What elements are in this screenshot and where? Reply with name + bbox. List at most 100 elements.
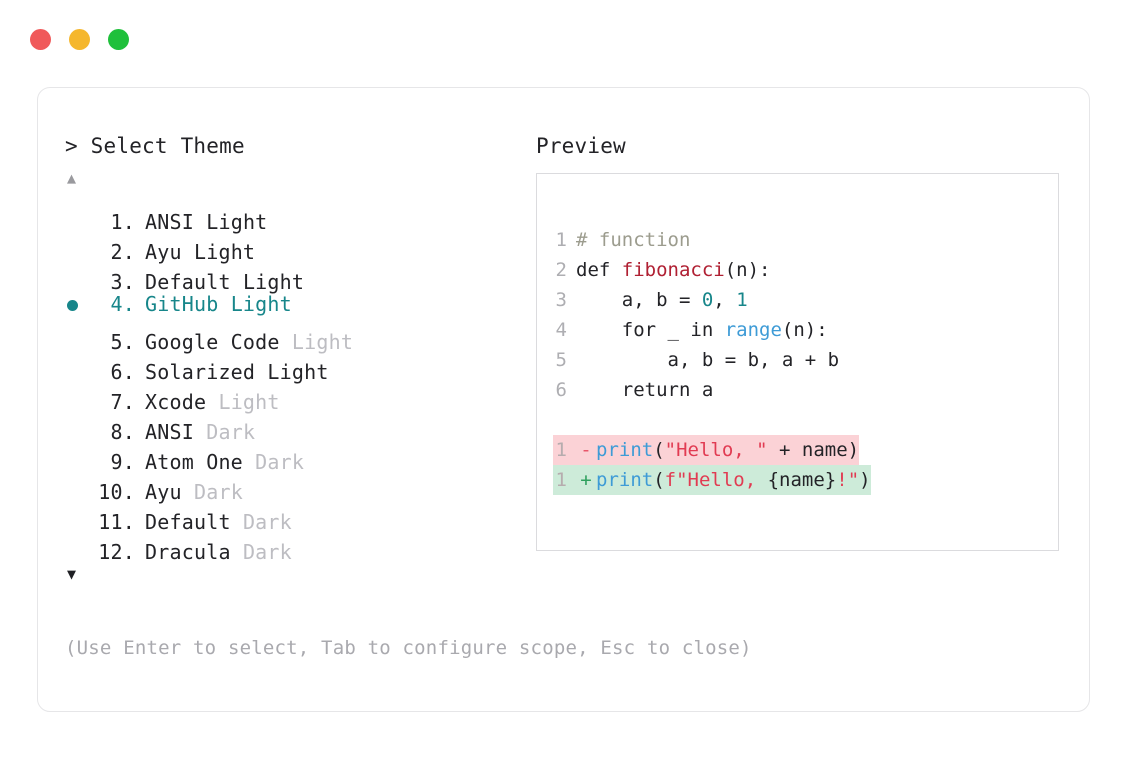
theme-item-index: 1.: [110, 210, 135, 234]
theme-item-name: ANSI: [145, 210, 207, 234]
code-token: !": [836, 469, 860, 491]
theme-item-index: 7.: [110, 390, 135, 414]
code-line: 3 a, b = 0, 1: [553, 285, 748, 315]
code-line-content: a, b = b, a + b: [576, 345, 840, 375]
line-number: 1: [555, 469, 567, 491]
theme-item-variant: Light: [267, 360, 329, 384]
theme-item-name: Google Code: [145, 330, 292, 354]
selection-bullet-cell: [65, 259, 91, 289]
code-line-content: # function: [576, 225, 690, 255]
theme-item-variant: Dark: [242, 540, 292, 564]
code-line-content: a, b = 0, 1: [576, 285, 748, 315]
code-line-content: print("Hello, " + name): [596, 435, 859, 465]
theme-item-index: 8.: [110, 420, 135, 444]
code-token: range: [724, 319, 782, 341]
theme-item-variant: Light: [218, 390, 280, 414]
theme-list-item[interactable]: 10.Ayu Dark: [65, 469, 535, 504]
theme-list-item[interactable]: 5.Google Code Light: [65, 319, 535, 354]
scroll-up-arrow-icon[interactable]: ▲: [67, 169, 77, 187]
theme-item-index: 9.: [110, 450, 135, 474]
code-line: 5 a, b = b, a + b: [553, 345, 840, 375]
theme-item-name: Xcode: [145, 390, 219, 414]
diff-block: 1-print("Hello, " + name)1+print(f"Hello…: [553, 435, 871, 495]
code-token: print: [596, 469, 654, 491]
theme-item-name: ANSI: [145, 420, 207, 444]
keyboard-hint: (Use Enter to select, Tab to configure s…: [65, 637, 752, 659]
theme-item-name: Atom One: [145, 450, 256, 474]
code-token: fibonacci: [621, 259, 725, 281]
line-number: 3: [555, 289, 567, 311]
code-token: ): [859, 469, 871, 491]
theme-item-name: Solarized: [145, 360, 268, 384]
code-token: print: [596, 439, 654, 461]
diff-added-line: 1 +print(f"Hello, {name}!"): [553, 465, 871, 495]
theme-item-index: 2.: [110, 240, 135, 264]
code-token: ,: [713, 289, 737, 311]
code-line-content: print(f"Hello, {name}!"): [596, 465, 871, 495]
window-titlebar: [30, 29, 129, 50]
selection-bullet-cell: [65, 229, 91, 259]
selection-bullet-cell: [65, 291, 91, 321]
code-token: (n):: [724, 259, 771, 281]
code-token: a, b = b, a + b: [576, 349, 840, 371]
theme-item-variant: Light: [206, 210, 268, 234]
selection-bullet-cell: [65, 439, 91, 469]
selection-bullet-cell: [65, 379, 91, 409]
theme-list-item[interactable]: 4.GitHub Light: [65, 289, 535, 319]
line-number: 1: [555, 439, 567, 461]
theme-item-index: 5.: [110, 330, 135, 354]
theme-item-variant: Dark: [193, 480, 243, 504]
selection-bullet-cell: [65, 469, 91, 499]
theme-item-variant: Light: [230, 292, 292, 316]
code-token: (n):: [781, 319, 828, 341]
line-number: 6: [555, 379, 567, 401]
code-token: return a: [576, 379, 714, 401]
selection-bullet-cell: [65, 319, 91, 349]
code-token: f"Hello,: [664, 469, 768, 491]
theme-list-item[interactable]: 2.Ayu Light: [65, 229, 535, 264]
theme-list-item[interactable]: 9.Atom One Dark: [65, 439, 535, 474]
code-line: 4 for _ in range(n):: [553, 315, 828, 345]
code-token: # function: [576, 229, 691, 251]
line-number: 1: [555, 229, 567, 251]
selection-bullet-cell: [65, 349, 91, 379]
theme-list-item[interactable]: 3.Default Light: [65, 259, 535, 294]
theme-list-item[interactable]: 7. Xcode Light: [65, 379, 535, 414]
theme-list-item[interactable]: 8.ANSI Dark: [65, 409, 535, 444]
code-token: for _ in: [576, 319, 725, 341]
code-token: {name}: [767, 469, 837, 491]
theme-list-item[interactable]: 12.Dracula Dark: [65, 529, 535, 564]
preview-title: Preview: [536, 134, 626, 158]
theme-item-name: Default: [145, 270, 243, 294]
line-number: 4: [555, 319, 567, 341]
code-line: 2 def fibonacci(n):: [553, 255, 771, 285]
theme-list-item[interactable]: 6. Solarized Light: [65, 349, 535, 384]
diff-removed-line: 1-print("Hello, " + name): [553, 435, 860, 465]
selection-bullet-cell: [65, 499, 91, 529]
theme-item-index: 6.: [110, 360, 135, 384]
close-window-dot[interactable]: [30, 29, 51, 50]
diff-sign: -: [580, 439, 592, 461]
scroll-down-arrow-icon[interactable]: ▼: [67, 565, 77, 583]
code-token: 0: [701, 289, 714, 311]
diff-sign: +: [580, 469, 592, 491]
maximize-window-dot[interactable]: [108, 29, 129, 50]
code-line-content: def fibonacci(n):: [576, 255, 770, 285]
theme-item-index: 10.: [98, 480, 135, 504]
theme-list-item[interactable]: 11.Default Dark: [65, 499, 535, 534]
selection-bullet-cell: [65, 529, 91, 559]
theme-item-index: 3.: [110, 270, 135, 294]
line-number: 2: [555, 259, 567, 281]
code-line: 6 return a: [553, 375, 714, 405]
theme-item-index: 4.: [110, 292, 135, 316]
minimize-window-dot[interactable]: [69, 29, 90, 50]
theme-list-item[interactable]: 1. ANSI Light: [65, 199, 535, 234]
code-token: + name): [767, 439, 860, 461]
code-token: 1: [736, 289, 748, 311]
